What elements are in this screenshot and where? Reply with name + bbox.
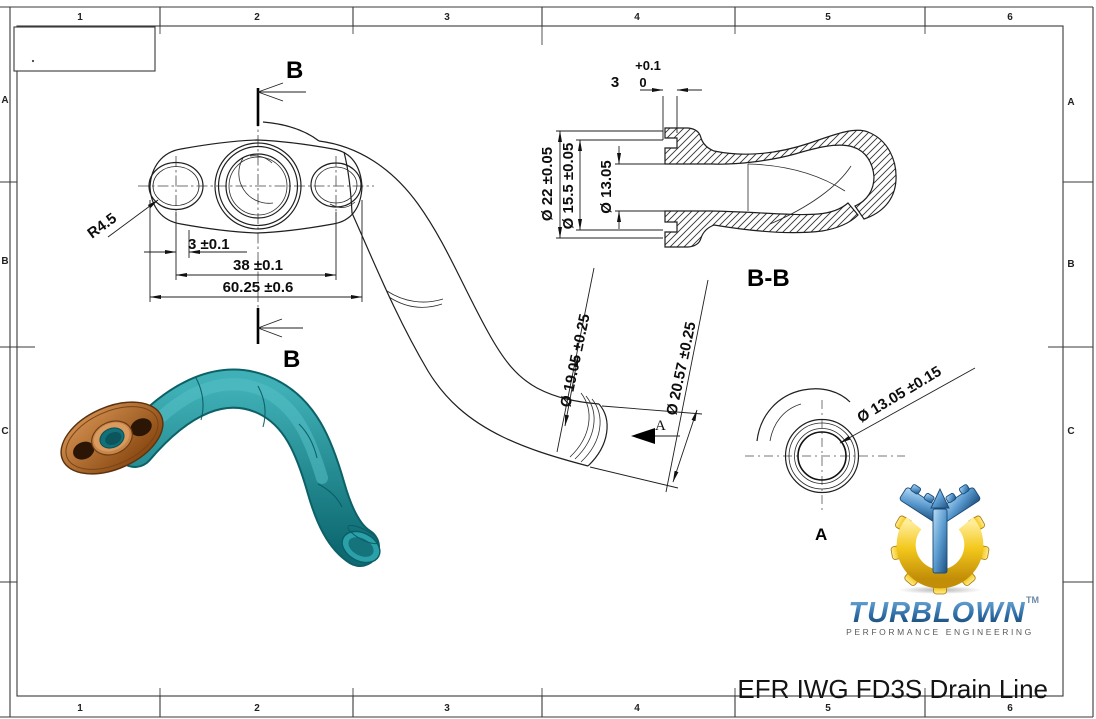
dim-d155: Ø 15.5 ±0.05 <box>560 143 577 230</box>
flange-outline <box>149 139 363 234</box>
render-tube-seams <box>195 377 343 508</box>
zone-col-3: 3 <box>444 12 450 23</box>
view-a-label: A <box>815 525 827 544</box>
section-line-b: B B <box>256 57 306 373</box>
dim-d22: Ø 22 ±0.05 <box>539 147 556 221</box>
section-bb-label: B-B <box>747 265 790 292</box>
zone-numbers-top: 1 2 3 4 5 6 <box>77 12 1013 23</box>
dim-r45: R4.5 <box>84 210 120 242</box>
dim-d1305-bb: Ø 13.05 <box>598 160 615 213</box>
section-label-b-bottom: B <box>283 346 300 373</box>
zone-col-6: 6 <box>1007 12 1013 23</box>
zone-row-b-right: B <box>1067 259 1074 270</box>
zone-col-3b: 3 <box>444 703 450 714</box>
zone-numbers-bottom: 1 2 3 4 5 6 <box>77 703 1013 714</box>
dim-depth-3: 3 <box>611 74 619 91</box>
zone-row-a-right: A <box>1067 97 1074 108</box>
dim-38: 38 ±0.1 <box>233 257 283 274</box>
zone-col-6b: 6 <box>1007 703 1013 714</box>
zone-dividers <box>0 7 1093 717</box>
zone-row-a-left: A <box>1 95 8 106</box>
zone-col-5: 5 <box>825 12 831 23</box>
main-view-dims: Ø 19.05 ±0.25 Ø 20.57 ±0.25 A <box>556 267 709 493</box>
zone-letters: A B C A B C <box>1 95 1074 437</box>
zone-col-1b: 1 <box>77 703 83 714</box>
drawing-title: EFR IWG FD3S Drain Line <box>737 674 1048 704</box>
front-view: B B R4.5 3 ±0.1 38 ±0.1 60.25 ±0.6 <box>84 57 608 467</box>
bb-depth-dim: 3 +0.1 0 <box>611 58 702 140</box>
dim-tol-zero: 0 <box>639 75 646 90</box>
zone-row-c-right: C <box>1067 426 1074 437</box>
zone-col-4: 4 <box>634 12 640 23</box>
logo-gear-icon <box>890 484 990 595</box>
bolt-hole-left <box>148 161 204 211</box>
center-bore <box>214 142 302 230</box>
zone-row-c-left: C <box>1 426 8 437</box>
revision-block <box>13 26 156 72</box>
zone-col-2b: 2 <box>254 703 260 714</box>
centerline-holes <box>175 156 337 216</box>
logo-tagline: PERFORMANCE ENGINEERING <box>846 627 1034 637</box>
view-a-geometry <box>756 388 860 494</box>
render-3d <box>60 368 381 567</box>
render-tube <box>115 368 381 567</box>
section-bb-view: 3 +0.1 0 Ø 22 ±0.05 Ø 15.5 ±0.05 Ø 13.05… <box>539 58 897 292</box>
zone-col-4b: 4 <box>634 703 640 714</box>
logo-t-arrow-icon <box>899 484 981 574</box>
zone-col-5b: 5 <box>825 703 831 714</box>
tube-wireframe <box>262 121 608 467</box>
logo-trademark: TM <box>1026 595 1039 605</box>
logo-brand-text: TURBLOWN <box>848 597 1025 629</box>
dim-tol-plus: +0.1 <box>635 58 661 73</box>
bolt-hole-right <box>310 162 362 208</box>
zone-col-1: 1 <box>77 12 83 23</box>
bb-bottom-wall <box>664 202 859 248</box>
front-dims: R4.5 3 ±0.1 38 ±0.1 60.25 ±0.6 <box>84 199 363 302</box>
view-a-arrow-label: A <box>655 418 666 434</box>
section-label-b-top: B <box>286 57 303 84</box>
render-tube-end <box>341 524 381 564</box>
bb-diameter-dims: Ø 22 ±0.05 Ø 15.5 ±0.05 Ø 13.05 <box>539 130 665 239</box>
dim-1305-viewa: Ø 13.05 ±0.15 <box>854 363 944 426</box>
dim-1905: Ø 19.05 ±0.25 <box>557 312 593 408</box>
zone-row-b-left: B <box>1 256 8 267</box>
view-a-arrow: A <box>631 418 680 444</box>
dim-3: 3 ±0.1 <box>188 236 230 253</box>
dim-6025: 60.25 ±0.6 <box>223 279 294 296</box>
logo: TURBLOWN TM PERFORMANCE ENGINEERING <box>846 484 1039 637</box>
dim-2057: Ø 20.57 ±0.25 <box>663 320 699 416</box>
bb-bore-lines <box>747 163 852 225</box>
bb-top-wall <box>664 127 897 220</box>
sheet-frame: 1 2 3 4 5 6 1 2 3 4 5 6 A B C A B C <box>0 6 1094 718</box>
zone-col-2: 2 <box>254 12 260 23</box>
revision-block-dot <box>31 59 35 63</box>
render-flange <box>60 401 164 475</box>
